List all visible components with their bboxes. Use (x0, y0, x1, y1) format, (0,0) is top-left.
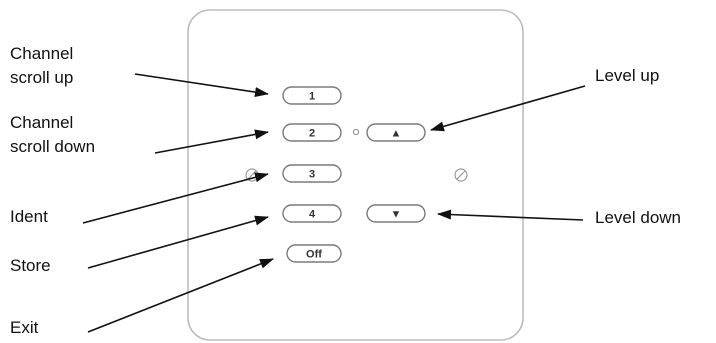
label-channel-scroll-down-line1: Channel (10, 113, 74, 132)
arrow-ident (82, 172, 269, 224)
key-3-label: 3 (309, 169, 315, 181)
label-channel-scroll-up: Channel scroll up (10, 42, 73, 90)
indicator-led (352, 128, 360, 136)
arrow-level-up (430, 85, 586, 132)
key-1-label: 1 (309, 91, 315, 103)
arrow-level-down (437, 209, 584, 221)
screw-icon (454, 168, 468, 182)
arrow-exit (87, 258, 274, 333)
level-up-symbol: ▲ (391, 128, 402, 140)
key-2[interactable]: 2 (282, 123, 342, 142)
arrow-store (87, 215, 269, 269)
label-channel-scroll-down-line2: scroll down (10, 137, 96, 156)
key-4[interactable]: 4 (282, 204, 342, 223)
key-3[interactable]: 3 (282, 164, 342, 183)
level-down-symbol: ▼ (391, 209, 402, 221)
label-store: Store (10, 256, 51, 275)
label-level-down: Level down (595, 208, 682, 227)
key-2-label: 2 (309, 128, 315, 140)
key-1[interactable]: 1 (282, 86, 342, 105)
label-channel-scroll-up-line2: scroll up (10, 68, 74, 87)
arrow-channel-scroll-down (154, 129, 269, 154)
label-channel-scroll-up-line1: Channel (10, 44, 74, 63)
level-down-key[interactable]: ▼ (366, 204, 426, 223)
label-level-up: Level up (595, 66, 660, 85)
label-channel-scroll-down: Channel scroll down (10, 111, 95, 159)
key-4-label: 4 (309, 209, 316, 221)
key-off[interactable]: Off (286, 244, 342, 263)
label-exit: Exit (10, 318, 39, 337)
label-ident: Ident (10, 207, 48, 226)
keypad-panel (187, 9, 524, 341)
key-off-label: Off (306, 249, 322, 261)
arrow-channel-scroll-up (134, 73, 269, 98)
level-up-key[interactable]: ▲ (366, 123, 426, 142)
